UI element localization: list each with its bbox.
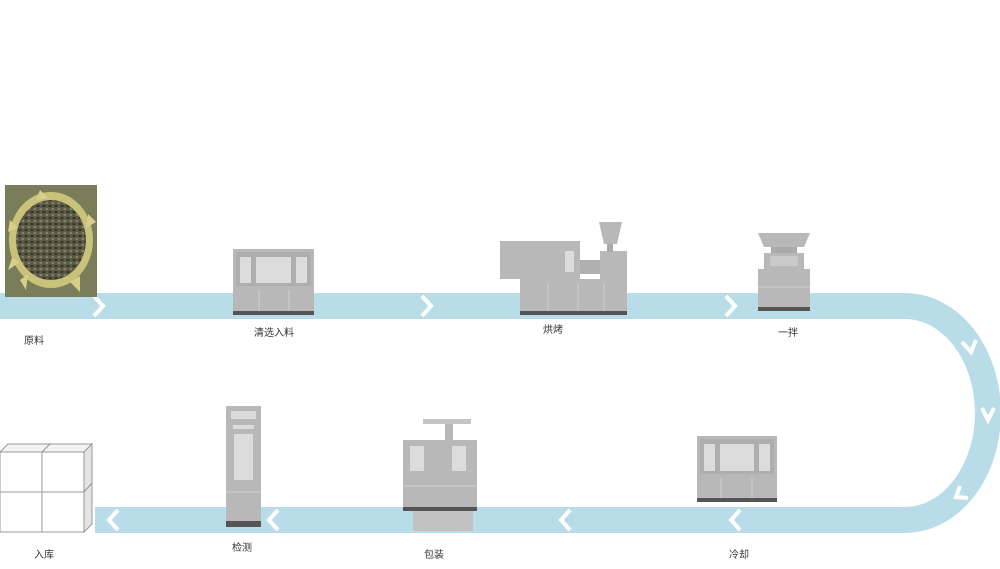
boxes-icon: [0, 442, 94, 534]
chevron-right-icon: [92, 294, 106, 318]
stage-label-clean: 清选入料: [254, 328, 294, 339]
chevron-left-icon: [558, 508, 572, 532]
stage-label-season: 一拌: [778, 328, 798, 339]
mixer-machine-icon: [758, 233, 810, 311]
chevron-down-icon: [980, 407, 996, 425]
roasting-machine-icon: [500, 222, 627, 315]
stage-label-roast: 烘烤: [543, 325, 563, 336]
chevron-left-icon: [106, 508, 120, 532]
packing-machine-icon: [403, 419, 477, 531]
chevron-right-icon: [420, 294, 434, 318]
sunflower-photo-icon: [5, 185, 97, 297]
stage-label-cool: 冷却: [729, 550, 749, 561]
stage-label-inspect: 检测: [232, 543, 252, 554]
chevron-down-icon: [953, 485, 969, 500]
inspection-machine-icon: [226, 406, 261, 527]
chevron-left-icon: [266, 508, 280, 532]
chevron-down-icon: [960, 339, 978, 356]
stage-label-raw: 原料: [24, 336, 44, 347]
chevron-right-icon: [724, 294, 738, 318]
stage-label-pack: 包装: [424, 550, 444, 561]
cleaning-machine-icon: [233, 249, 314, 315]
chevron-left-icon: [728, 508, 742, 532]
stage-label-warehouse: 入库: [34, 550, 54, 561]
cooling-machine-icon: [697, 436, 777, 502]
flow-band: [0, 293, 1000, 533]
flow-chevrons: [92, 294, 996, 532]
